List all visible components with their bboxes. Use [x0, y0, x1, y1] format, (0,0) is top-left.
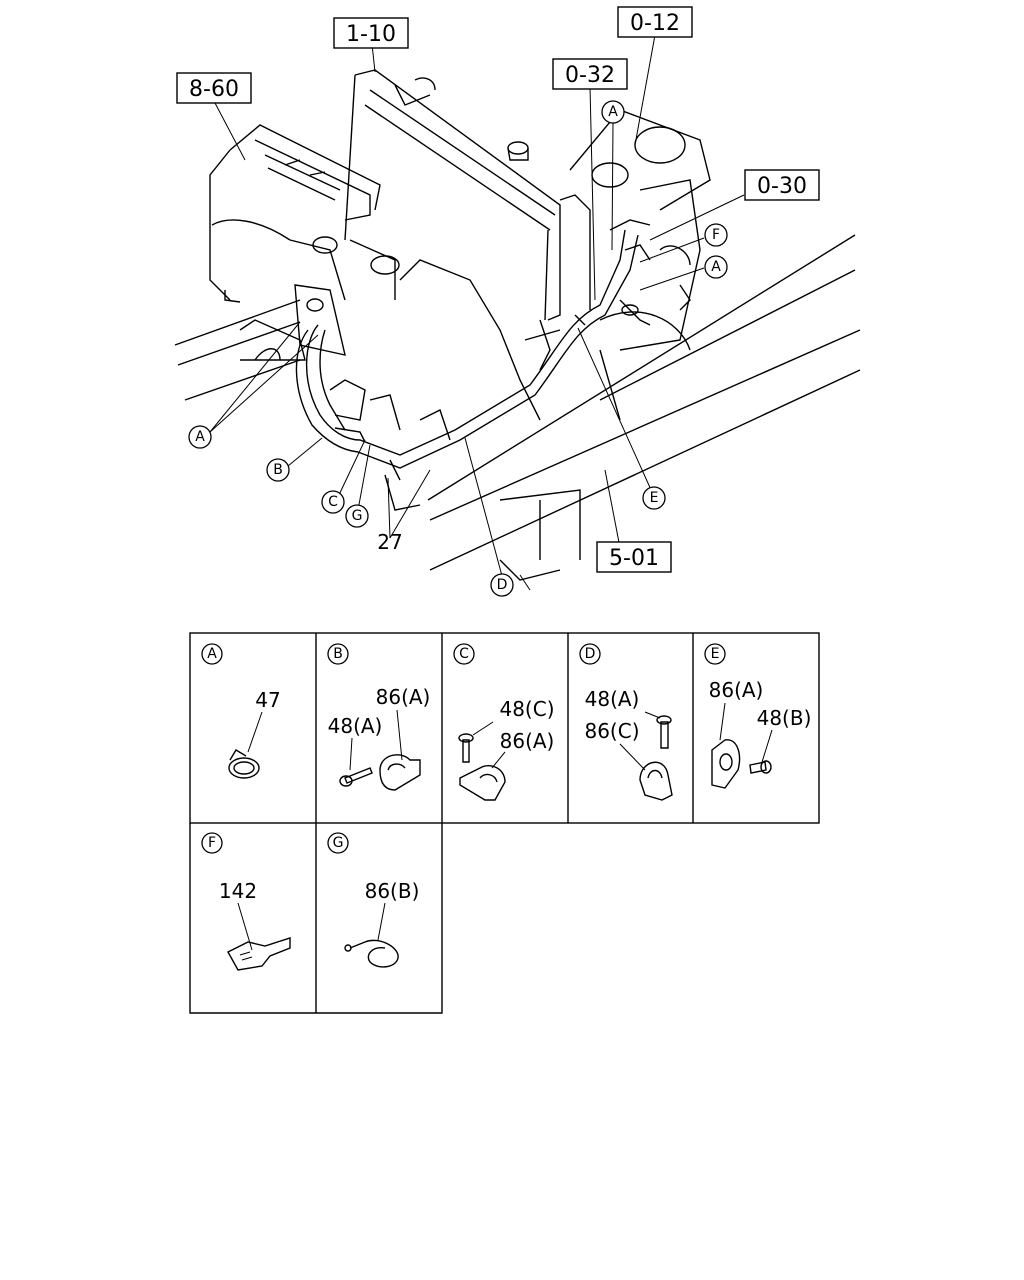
callout-letter: D	[497, 577, 508, 593]
detail-letter: B	[333, 646, 343, 662]
heater-hose-27	[295, 219, 651, 481]
bolt-icon	[458, 733, 474, 763]
callout-C: C	[321, 490, 345, 514]
callout-E: E	[642, 486, 666, 510]
ref-box-label: 0-32	[565, 63, 615, 88]
callout-letter: A	[195, 429, 205, 445]
ref-box-label: 8-60	[189, 77, 239, 102]
ref-box-label: 1-10	[346, 22, 396, 47]
leader-line	[396, 709, 403, 761]
clip-icon	[639, 761, 673, 801]
ref-box-0-32[interactable]: 0-32	[552, 58, 628, 90]
bolt-icon	[749, 760, 772, 774]
leader-line	[719, 702, 726, 741]
part-label: 48(A)	[585, 687, 640, 711]
leader-line	[377, 902, 386, 941]
leader-line	[349, 737, 353, 771]
detail-cell-B: B 86(A) 48(A)	[327, 643, 431, 791]
part-number-27: 27	[377, 530, 402, 554]
leader-line	[644, 711, 661, 719]
ref-box-label: 5-01	[609, 546, 659, 571]
engine-manifold	[239, 259, 541, 511]
wire-clip-icon	[344, 939, 399, 968]
bolt-icon	[656, 715, 672, 749]
leader-line	[472, 721, 494, 736]
detail-letter: D	[585, 646, 596, 662]
detail-letter: E	[711, 646, 720, 662]
assembly-drawing: 1-10 0-12 8-60 0-32 0-30 5-01 A F	[174, 6, 861, 597]
callout-B: B	[266, 458, 290, 482]
radiator	[344, 69, 591, 321]
part-label: 86(A)	[376, 685, 431, 709]
leader-line	[247, 711, 263, 753]
leader-lines	[209, 34, 745, 577]
leader-line	[619, 743, 646, 771]
clip-icon	[711, 739, 741, 789]
heater-unit	[209, 124, 400, 356]
part-label: 86(A)	[709, 678, 764, 702]
chassis-frame	[174, 234, 861, 591]
detail-letter: C	[459, 646, 469, 662]
detail-grid: A 47 B 86(A) 48(A)	[189, 632, 820, 1014]
callout-letter: E	[650, 490, 659, 506]
detail-cell-F: F 142	[201, 832, 291, 971]
part-label: 86(A)	[500, 729, 555, 753]
ref-box-5-01[interactable]: 5-01	[596, 541, 672, 573]
callout-F: F	[704, 223, 728, 247]
clip-icon	[459, 764, 506, 801]
callout-letter: A	[608, 104, 618, 120]
ref-box-0-12[interactable]: 0-12	[617, 6, 693, 38]
ref-box-1-10[interactable]: 1-10	[333, 17, 409, 49]
bolt-icon	[339, 767, 373, 787]
callout-A-right: A	[704, 255, 728, 279]
callout-letter: A	[711, 259, 721, 275]
part-label: 142	[219, 879, 257, 903]
callout-letter: B	[273, 462, 283, 478]
ref-box-8-60[interactable]: 8-60	[176, 72, 252, 104]
detail-cell-A: A 47	[201, 643, 281, 779]
part-label: 48(C)	[499, 697, 554, 721]
ref-box-label: 0-12	[630, 11, 680, 36]
ref-box-0-30[interactable]: 0-30	[744, 169, 820, 201]
detail-cell-D: D 48(A) 86(C)	[579, 643, 673, 801]
callout-letter: G	[352, 508, 363, 524]
part-label: 86(B)	[365, 879, 420, 903]
part-label: 47	[255, 688, 280, 712]
callout-G: G	[345, 504, 369, 528]
detail-letter: F	[208, 835, 216, 851]
detail-letter: G	[333, 835, 344, 851]
part-label: 48(B)	[757, 706, 812, 730]
leader-line	[761, 729, 773, 763]
clip-icon	[379, 754, 421, 791]
part-label: 48(A)	[328, 714, 383, 738]
callout-D: D	[490, 573, 514, 597]
detail-cell-E: E 86(A) 48(B)	[704, 643, 812, 789]
hose-clamp-icon	[228, 749, 260, 779]
engine-block	[569, 109, 711, 421]
callout-A-left: A	[188, 425, 212, 449]
protector-icon	[227, 937, 291, 971]
callout-A-top: A	[601, 100, 625, 124]
callout-letter: C	[328, 494, 338, 510]
detail-cell-C: C 48(C) 86(A)	[453, 643, 555, 801]
detail-letter: A	[207, 646, 217, 662]
callout-letter: F	[712, 227, 720, 243]
ref-box-label: 0-30	[757, 174, 807, 199]
leader-line	[491, 751, 506, 769]
detail-cell-G: G 86(B)	[327, 832, 420, 968]
part-label: 86(C)	[584, 719, 639, 743]
